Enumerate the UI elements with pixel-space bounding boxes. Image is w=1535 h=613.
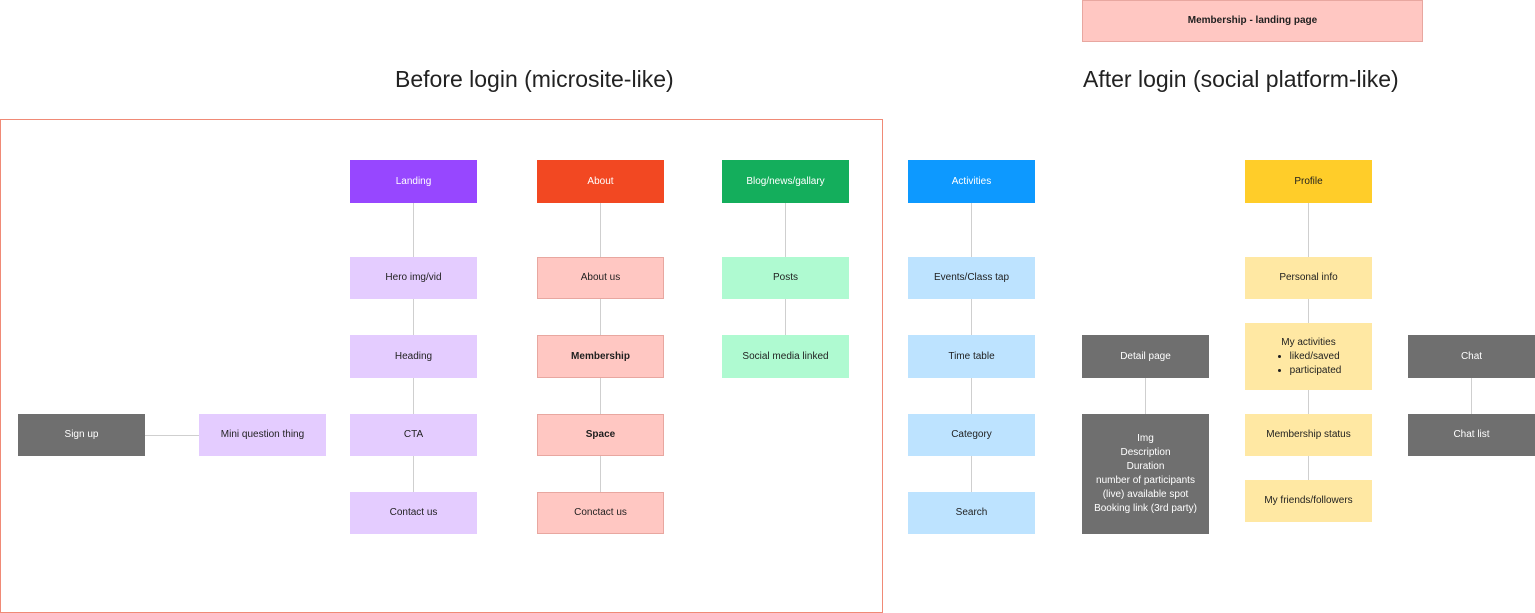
node-about: About [537,160,664,203]
node-friends: My friends/followers [1245,480,1372,522]
connector [413,456,414,492]
connector [785,299,786,335]
membership-landing-banner: Membership - landing page [1082,0,1423,42]
detail-line: Duration [1126,461,1165,472]
connector [1145,378,1146,414]
detail-line: Img [1137,433,1154,444]
connector [1308,456,1309,480]
connector [413,378,414,414]
detail-line: number of participants [1096,475,1195,486]
node-activities: Activities [908,160,1035,203]
connector [971,203,972,257]
connector [600,378,601,414]
node-time-table: Time table [908,335,1035,378]
node-detail-page: Detail page [1082,335,1209,378]
connector [971,456,972,492]
node-category: Category [908,414,1035,456]
node-about-us: About us [537,257,664,299]
connector [1471,378,1472,414]
node-hero: Hero img/vid [350,257,477,299]
connector [971,378,972,414]
my-activities-item: participated [1290,364,1342,378]
connector [413,203,414,257]
after-login-heading: After login (social platform-like) [1083,66,1399,92]
connector [971,299,972,335]
my-activities-title: My activities [1281,336,1336,348]
node-heading: Heading [350,335,477,378]
node-events: Events/Class tap [908,257,1035,299]
connector [785,203,786,257]
node-chat: Chat [1408,335,1535,378]
node-social-media: Social media linked [722,335,849,378]
connector [600,299,601,335]
node-blog: Blog/news/gallary [722,160,849,203]
node-my-activities: My activities liked/saved participated [1245,323,1372,390]
node-profile: Profile [1245,160,1372,203]
connector [1308,203,1309,257]
node-space: Space [537,414,664,456]
before-login-heading: Before login (microsite-like) [395,66,674,92]
connector [600,456,601,492]
node-chat-list: Chat list [1408,414,1535,456]
connector [1308,299,1309,323]
node-detail-content: Img Description Duration number of parti… [1082,414,1209,534]
connector [1308,390,1309,414]
node-landing: Landing [350,160,477,203]
detail-line: Description [1120,447,1171,458]
node-search: Search [908,492,1035,534]
connector [145,435,199,436]
node-personal-info: Personal info [1245,257,1372,299]
my-activities-item: liked/saved [1290,350,1342,364]
node-membership: Membership [537,335,664,378]
node-contact-us: Contact us [350,492,477,534]
connector [600,203,601,257]
detail-line: (live) available spot [1102,489,1189,500]
connector [413,299,414,335]
detail-line: Booking link (3rd party) [1094,503,1197,514]
node-sign-up: Sign up [18,414,145,456]
node-membership-status: Membership status [1245,414,1372,456]
my-activities-list: liked/saved participated [1276,350,1342,378]
node-posts: Posts [722,257,849,299]
node-mini-question: Mini question thing [199,414,326,456]
node-cta: CTA [350,414,477,456]
node-conctact-us: Conctact us [537,492,664,534]
